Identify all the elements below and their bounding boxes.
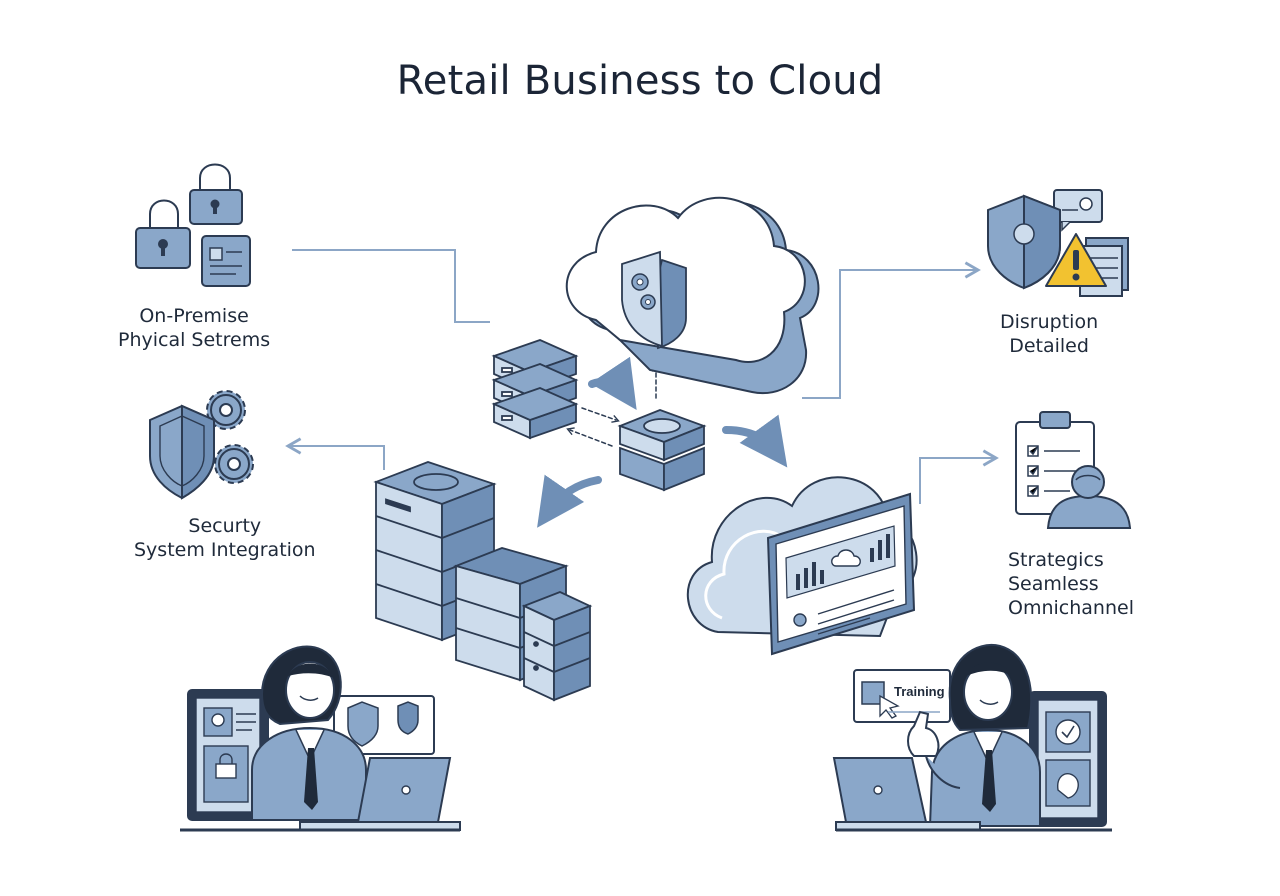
- connector-security: [285, 437, 385, 470]
- hub-device-icon: [617, 409, 707, 492]
- cursor-icon: [879, 694, 900, 719]
- monitor-lock-icon: [219, 753, 233, 766]
- label-strategics-line-1: Strategics: [1008, 549, 1104, 571]
- cloud-security-icon: [565, 196, 820, 395]
- woman-left: [251, 645, 367, 821]
- avatar-icon: [211, 713, 225, 727]
- id-card-icon: [201, 235, 251, 287]
- pointing-hand: [907, 710, 940, 757]
- label-on-premise-line-1: On-Premise: [139, 305, 249, 327]
- person-avatar-icon: [1046, 465, 1132, 529]
- dashed-right-arrow: [581, 407, 620, 423]
- data-center-server-racks: [373, 461, 593, 702]
- gear-icon-small: [214, 444, 254, 484]
- label-strategics-line-2: Seamless: [1008, 573, 1099, 595]
- cloud-dashboard-icon: [687, 476, 918, 656]
- woman-right: [907, 644, 1041, 827]
- dashboard-screen: [766, 492, 916, 656]
- monitor-check-icon: [1055, 719, 1081, 745]
- label-disruption-line-2: Detailed: [1009, 335, 1089, 357]
- floating-shield-card: [333, 695, 435, 755]
- on-premise-locks-icon: [135, 163, 251, 287]
- checkbox-list: [1027, 445, 1080, 497]
- strategy-checklist-icon: [1015, 411, 1132, 529]
- training-card-label: Training: [894, 684, 945, 699]
- label-strategics-line-3: Omnichannel: [1008, 597, 1134, 619]
- monitor-right: [1029, 691, 1107, 827]
- security-shield-gears-icon: [149, 390, 254, 500]
- dashboard-gear-icon: [793, 613, 807, 627]
- label-security-line-1: Securty: [188, 515, 262, 537]
- disruption-warning-icon: [987, 189, 1129, 297]
- gear-icon-large: [206, 390, 246, 430]
- connector-strategics: [919, 449, 999, 504]
- connector-lines: [285, 249, 999, 504]
- connector-disruption: [802, 261, 981, 399]
- flow-arrow-to-hub: [588, 356, 637, 410]
- flow-arrows: [537, 356, 788, 528]
- lock-icon-2: [189, 163, 243, 225]
- server-rack-c: [521, 591, 593, 702]
- server-stack-small-icon: [491, 339, 579, 440]
- label-disruption: Disruption Detailed: [1000, 310, 1098, 358]
- chat-bubble-icon: [1053, 189, 1103, 232]
- person-left-workstation: [180, 645, 461, 832]
- diagram-title: Retail Business to Cloud: [396, 58, 884, 104]
- person-right-workstation: [832, 644, 1112, 832]
- dashboard-bar-chart-2: [870, 534, 890, 562]
- dashboard-cloud-icon: [831, 549, 861, 567]
- monitor-left: [187, 689, 269, 821]
- lock-icon-1: [135, 199, 191, 269]
- laptop-right: [832, 757, 981, 831]
- card-shield-icon: [347, 701, 379, 747]
- server-unit-3: [491, 387, 579, 440]
- label-strategics: Strategics Seamless Omnichannel: [1008, 548, 1134, 620]
- flow-arrow-to-datacenter: [537, 474, 602, 528]
- flow-arrow-to-dashboard: [722, 414, 788, 468]
- label-security: Securty System Integration: [134, 514, 316, 562]
- connector-on-premise: [292, 249, 490, 323]
- cloud-shield-side: [657, 258, 687, 350]
- dashboard-bar-chart-1: [796, 562, 824, 590]
- label-security-line-2: System Integration: [134, 539, 316, 561]
- card-shield-icon-2: [397, 701, 419, 735]
- label-on-premise-line-2: Phyical Setrems: [118, 329, 271, 351]
- monitor-hand-icon: [1057, 772, 1079, 799]
- label-on-premise: On-Premise Phyical Setrems: [118, 304, 270, 352]
- label-disruption-line-1: Disruption: [1000, 311, 1099, 333]
- dashed-left-arrow: [566, 427, 613, 447]
